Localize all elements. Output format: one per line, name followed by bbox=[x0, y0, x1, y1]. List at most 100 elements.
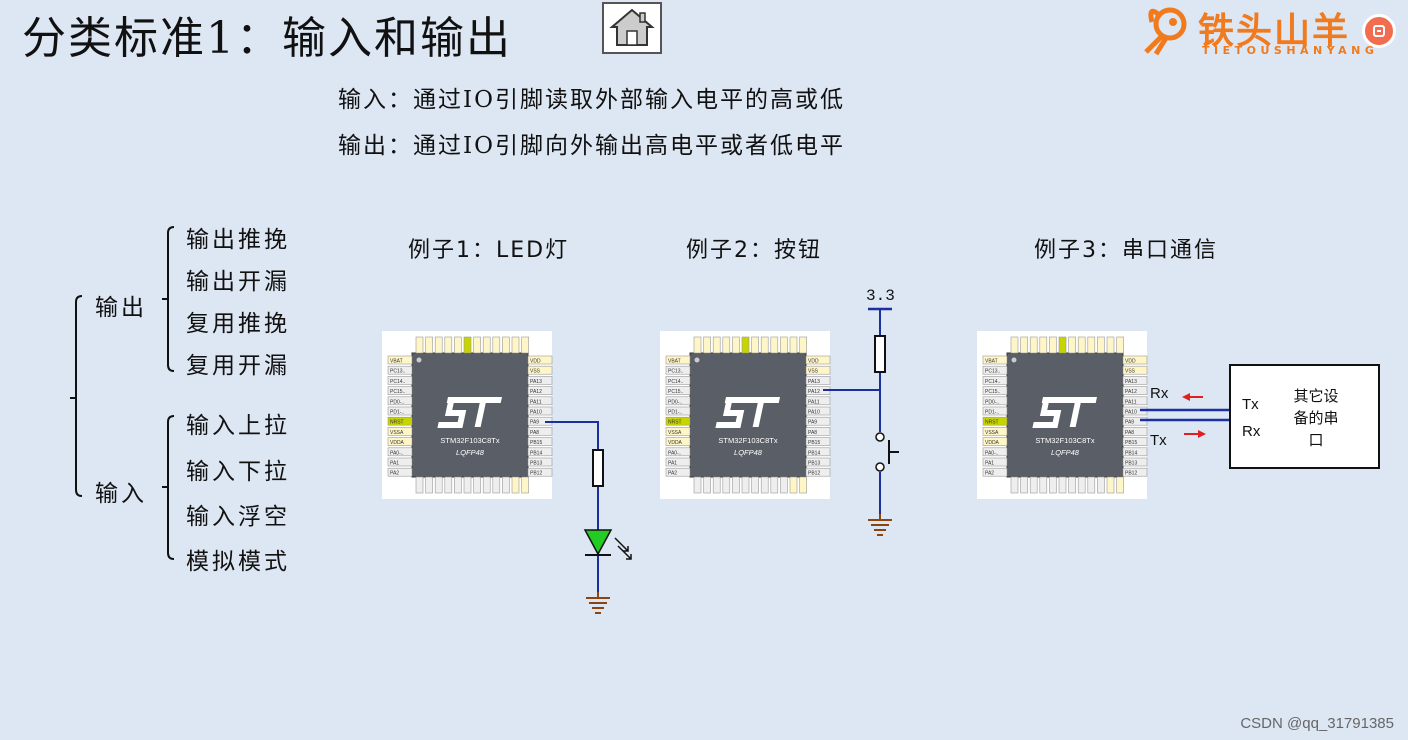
chip-pin-right bbox=[805, 365, 831, 375]
st-logo-icon bbox=[1032, 397, 1097, 428]
chip-pin-bottom bbox=[473, 476, 481, 494]
example1-title: 例子1：LED灯 bbox=[408, 238, 570, 263]
watermark: CSDN @qq_31791385 bbox=[1240, 715, 1394, 732]
chip-pin-label: VBAT bbox=[390, 359, 403, 365]
chip-pin-left bbox=[982, 365, 1008, 375]
output-definition: 输出：通过IO引脚向外输出高电平或者低电平 bbox=[338, 133, 845, 159]
chip-pin-right bbox=[805, 427, 831, 436]
example2-title: 例子2：按钮 bbox=[686, 238, 822, 263]
chip-pin-right bbox=[1122, 376, 1148, 385]
chip-pin-top bbox=[1058, 336, 1067, 354]
led-wire-top bbox=[545, 421, 599, 450]
st-logo-icon bbox=[437, 397, 502, 428]
chip-pin-label: PA1 bbox=[985, 461, 994, 467]
chip-pin-top bbox=[473, 336, 481, 354]
chip-pin-top bbox=[1097, 336, 1105, 354]
chip-pin-left bbox=[387, 437, 413, 446]
chip-pin-label: PB15 bbox=[1125, 440, 1137, 446]
chip-pin-right bbox=[1122, 365, 1148, 375]
chip-package: LQFP48 bbox=[456, 448, 485, 457]
chip-pin1-dot bbox=[694, 357, 700, 363]
chip-pin-top bbox=[454, 336, 462, 354]
chip-pin-top bbox=[444, 336, 453, 354]
chip-pin-left bbox=[387, 386, 413, 395]
chip-pin-bottom bbox=[703, 476, 711, 494]
chip-pin-right bbox=[1122, 427, 1148, 436]
chip-pin-bottom bbox=[521, 476, 529, 494]
chip-pin-label: PA12 bbox=[1125, 389, 1137, 395]
chip-pin-label: VSSA bbox=[985, 430, 999, 436]
chip-pin-left bbox=[982, 457, 1008, 467]
chip-pin-label: PB15 bbox=[808, 440, 820, 446]
chip-pin-top bbox=[712, 336, 721, 354]
chip-pin-label: PC14.. bbox=[668, 379, 683, 385]
chip-pin-label: NRST bbox=[985, 420, 999, 426]
chip-pin-top bbox=[463, 336, 472, 354]
chip-pin-right bbox=[1122, 355, 1148, 365]
chip-pin-top bbox=[1039, 336, 1048, 354]
chip-pin-top bbox=[1106, 336, 1115, 354]
chip-pin-label: PA10 bbox=[1125, 410, 1137, 416]
chip-pin-bottom bbox=[425, 476, 433, 494]
chip-pin-left bbox=[387, 406, 413, 416]
chip-pin-left bbox=[982, 376, 1008, 385]
chip-pin-bottom bbox=[712, 476, 721, 494]
tree-item: 输出推挽 bbox=[186, 227, 290, 253]
chip-pin-right bbox=[527, 457, 553, 467]
chip-pin-bottom bbox=[722, 476, 731, 494]
chip-body bbox=[1006, 352, 1124, 478]
chip-pin-bottom bbox=[444, 476, 453, 494]
chip-pin-bottom bbox=[1116, 476, 1124, 494]
chip-pin-left bbox=[665, 467, 691, 477]
chip-pin-label: PA11 bbox=[808, 399, 820, 405]
led-light-arrows-icon bbox=[614, 537, 632, 560]
chip-pin-bottom bbox=[1068, 476, 1076, 494]
chip-pin-bottom bbox=[434, 476, 443, 494]
chip-pin-right bbox=[805, 376, 831, 385]
chip-pin-top bbox=[770, 336, 779, 354]
chip-pin-label: PC15.. bbox=[985, 389, 1000, 395]
chip-package: LQFP48 bbox=[1051, 448, 1080, 457]
chip-pin-bottom bbox=[1039, 476, 1048, 494]
chip-pin-right bbox=[805, 396, 831, 406]
chip-pin-label: VSSA bbox=[390, 430, 404, 436]
chip-pin-label: VDD bbox=[1125, 359, 1136, 365]
chip-pin-top bbox=[780, 336, 788, 354]
tx-arrow-icon bbox=[1184, 430, 1206, 438]
chip-pin-left bbox=[665, 365, 691, 375]
chip-pin-label: PA11 bbox=[530, 399, 542, 405]
home-button[interactable] bbox=[602, 2, 662, 54]
chip-pin-right bbox=[805, 457, 831, 467]
tree-output-label: 输出 bbox=[95, 295, 147, 321]
chip-pin-right bbox=[805, 416, 831, 426]
chip-pin-label: PC14.. bbox=[390, 379, 405, 385]
chip-pin-bottom bbox=[1010, 476, 1019, 494]
chip-body bbox=[689, 352, 807, 478]
device-tx-label: Tx bbox=[1242, 396, 1259, 413]
chip-pin-right bbox=[805, 406, 831, 416]
chip-pin-label: VDDA bbox=[985, 440, 1000, 446]
chip-pin-top bbox=[799, 336, 807, 354]
chip-pin-bottom bbox=[741, 476, 750, 494]
share-badge-icon[interactable] bbox=[1362, 14, 1396, 48]
tree-item: 模拟模式 bbox=[186, 549, 290, 575]
chip-pin-top bbox=[1068, 336, 1076, 354]
chip-pin-bottom bbox=[1106, 476, 1115, 494]
logo-subtitle: TIETOUSHANYANG bbox=[1202, 44, 1379, 57]
chip-pin-right bbox=[1122, 437, 1148, 446]
chip-pin-label: PA13 bbox=[1125, 379, 1137, 385]
chip-pin-label: PB14 bbox=[530, 450, 542, 456]
chip-pin-label: PC15.. bbox=[390, 389, 405, 395]
chip-pin-bottom bbox=[463, 476, 472, 494]
chip-pin-bottom bbox=[454, 476, 462, 494]
chip-pin-label: PA2 bbox=[390, 471, 399, 477]
chip-pin-top bbox=[1020, 336, 1028, 354]
chip-pin-bottom bbox=[1087, 476, 1096, 494]
external-device-box bbox=[1229, 364, 1380, 469]
chip-pin-bottom bbox=[482, 476, 491, 494]
chip-part-number: STM32F103C8Tx bbox=[1035, 436, 1094, 445]
chip-pin-label: PA1 bbox=[668, 461, 677, 467]
chip-pin-bottom bbox=[789, 476, 798, 494]
chip-pin-label: PD0-.. bbox=[668, 399, 682, 405]
